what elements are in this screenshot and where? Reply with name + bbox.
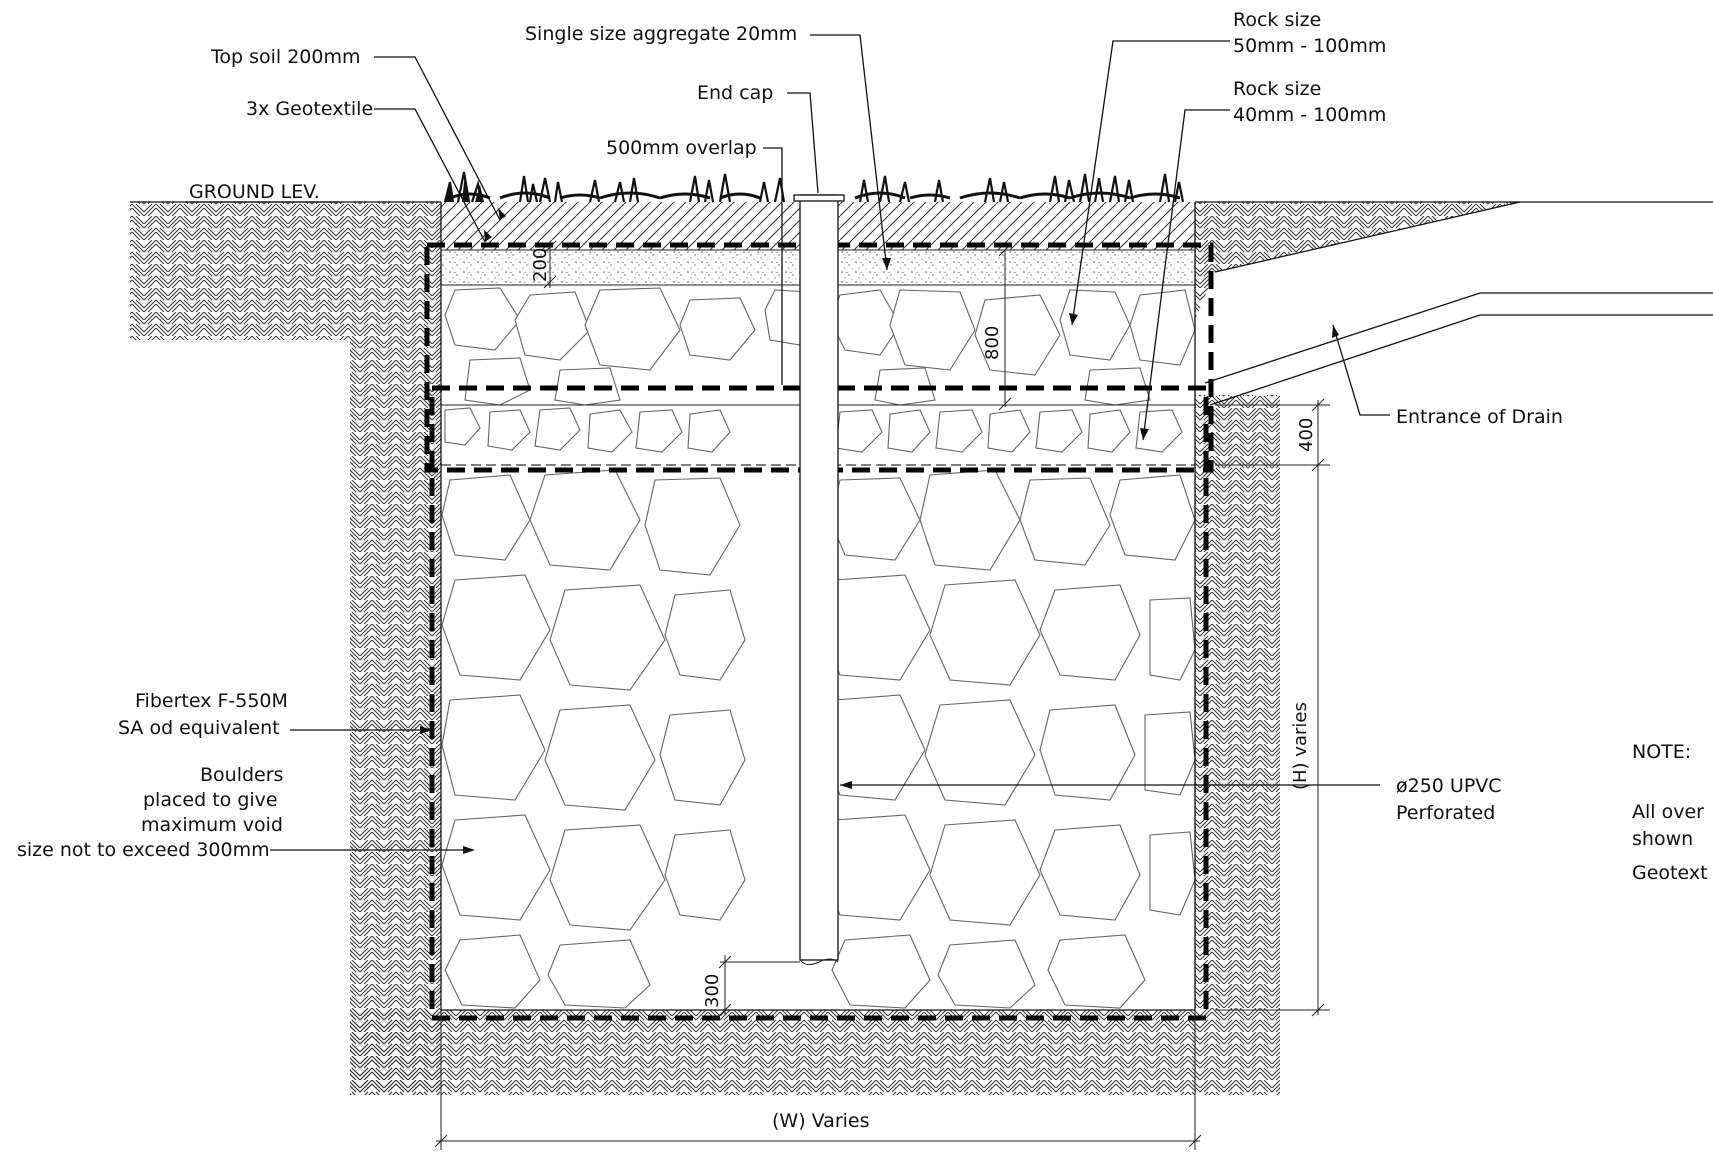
dim-400-text: 400 (1296, 418, 1317, 452)
top-soil-leader (374, 56, 501, 221)
rock-size-1-range: 50mm - 100mm (1233, 35, 1386, 57)
slope-line (1214, 201, 1521, 273)
rock-layer-middle (444, 407, 1183, 453)
rock-size-1-arrow (1069, 313, 1078, 325)
dim-h-tick-bottom (1311, 1003, 1325, 1017)
rock-layer-lower (441, 469, 1195, 1009)
rock-size-1-leader (1071, 40, 1230, 326)
end-cap-label: End cap (697, 82, 773, 104)
soil-bottom (350, 1010, 1280, 1095)
boulders-label-line2: placed to give (143, 789, 278, 811)
soil-right-lower (1195, 395, 1280, 1010)
dim-800-text: 800 (982, 326, 1003, 360)
pipe-bottom-end (799, 958, 839, 966)
fibertex-arrow (420, 726, 432, 734)
dim-w-tick-left (434, 1134, 448, 1148)
single-size-aggregate-label: Single size aggregate 20mm (525, 23, 797, 45)
soil-left-lower (350, 340, 441, 1095)
perforated-pipe (799, 194, 839, 961)
boulders-label-line3: maximum void (141, 814, 283, 836)
ground-level-label: GROUND LEV. (189, 181, 320, 203)
drain-pipe-bottom (1209, 314, 1713, 406)
dim-w-tick-right (1188, 1134, 1202, 1148)
fibertex-label-line2: SA od equivalent (118, 717, 280, 739)
entrance-of-drain-arrow (1332, 325, 1339, 338)
overlap-label: 500mm overlap (606, 137, 757, 159)
dim-400-tick-top (1311, 398, 1325, 412)
note-line1: All over (1632, 801, 1704, 823)
dim-200-tick-top (543, 240, 557, 254)
rock-size-1-title: Rock size (1233, 9, 1321, 31)
vegetation (443, 171, 1185, 203)
geotextile-3x-leader (374, 108, 486, 243)
top-soil-label: Top soil 200mm (210, 46, 361, 68)
dim-800-tick-top (998, 243, 1012, 257)
pipe-arrow (840, 781, 852, 789)
geotextile-3x-arrow (484, 230, 492, 242)
rock-size-2-range: 40mm - 100mm (1233, 104, 1386, 126)
aggregate-leader (810, 34, 888, 271)
soil-right (1195, 202, 1520, 320)
dim-200-text: 200 (530, 248, 551, 282)
note-line3: Geotext (1632, 862, 1708, 884)
dim-300-text: 300 (702, 974, 723, 1008)
geotextile-3x-label: 3x Geotextile (246, 98, 373, 120)
soil-left-upper (130, 202, 441, 340)
rock-size-2-arrow (1140, 428, 1149, 440)
pipe-label-line2: Perforated (1396, 802, 1495, 824)
pipe-label-line1: ø250 UPVC (1396, 775, 1502, 797)
excavation-outline (440, 202, 1196, 1011)
dim-w-text: (W) Varies (772, 1110, 870, 1132)
fibertex-label-line1: Fibertex F-550M (135, 690, 288, 712)
entrance-of-drain-label: Entrance of Drain (1396, 406, 1563, 428)
entrance-of-drain-leader (1332, 324, 1390, 416)
note-heading: NOTE: (1632, 741, 1691, 763)
boulders-label-line1: Boulders (200, 764, 283, 786)
top-soil-arrow (498, 208, 506, 220)
rock-size-2-leader (1142, 109, 1230, 441)
pipe-end-cap (793, 194, 845, 202)
dim-h-text: (H) varies (1290, 702, 1311, 790)
dim-300-tick-top (718, 955, 732, 969)
drain-pipe-top (1204, 292, 1713, 384)
rock-size-2-title: Rock size (1233, 78, 1321, 100)
end-cap-leader (787, 92, 819, 194)
boulders-arrow (463, 846, 475, 854)
overlap-leader (763, 147, 783, 385)
note-line2: shown (1632, 828, 1693, 850)
dim-200-tick-bottom (543, 275, 557, 289)
aggregate-arrow (882, 258, 891, 270)
dim-800-tick-bottom (998, 397, 1012, 411)
dim-300-tick-bottom (718, 1003, 732, 1017)
boulders-label-line4: size not to exceed 300mm (17, 839, 270, 861)
